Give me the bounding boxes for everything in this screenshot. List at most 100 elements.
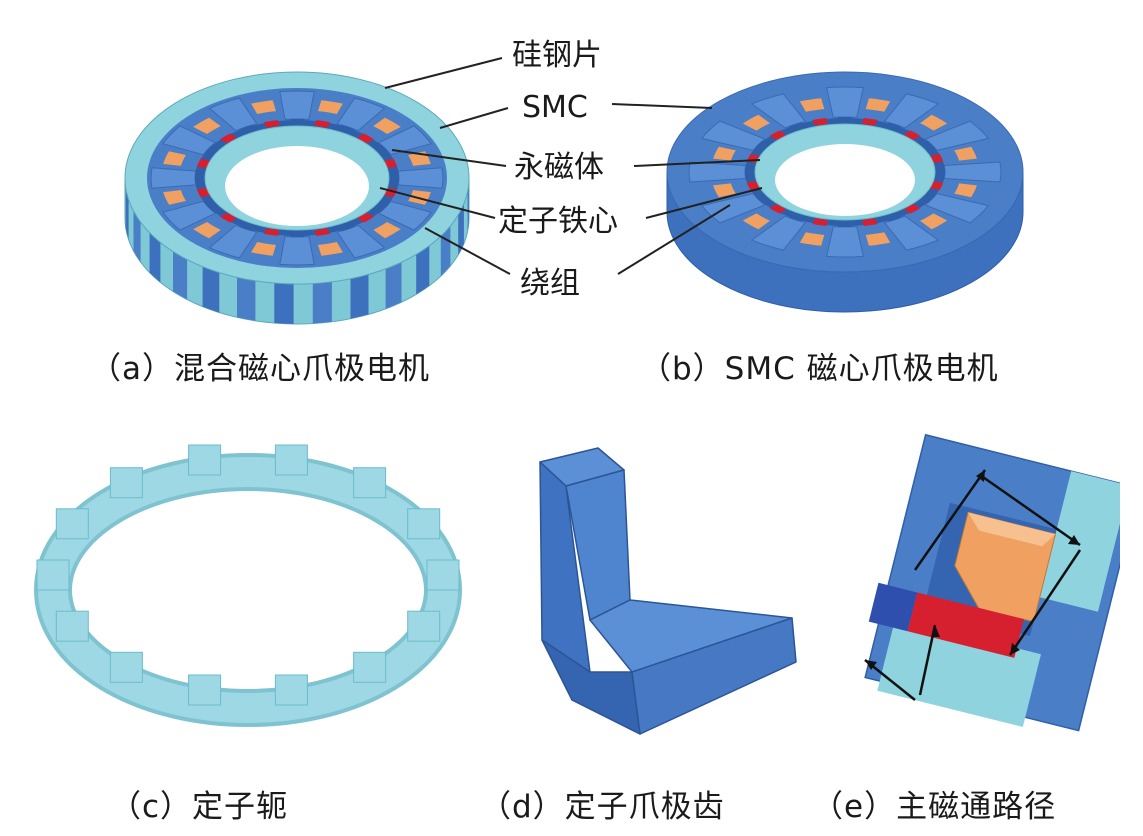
caption-d: （d）定子爪极齿 [480,789,725,825]
claw-tooth [208,97,258,132]
magnet-block [239,124,257,135]
magnet-block [746,181,760,190]
label-magnet: 永磁体 [514,150,604,185]
magnet-block [383,158,398,168]
winding-slot [163,190,186,205]
claw-tooth [377,125,432,156]
caption-a: （a）混合磁心爪极电机 [90,351,430,387]
magnet-block [930,154,944,163]
claw-tooth [397,167,444,189]
claw-tooth [700,120,766,151]
winding-slot [373,117,401,134]
magnet-block [930,181,944,190]
claw-tooth [377,200,432,231]
yoke-tab [188,444,222,476]
side-segment [202,266,220,313]
claw-pole-tooth [539,447,797,735]
magnet-block [769,204,787,214]
magnet-block [289,230,305,237]
claw-tooth [750,215,807,251]
yoke-tab [55,610,89,642]
yoke-tab [109,651,143,683]
magnet-block [263,120,280,128]
yoke-tab [188,674,222,706]
caption-e: （e）主磁通路径 [812,789,1057,825]
label-silicon-steel: 硅钢片 [512,38,602,73]
claw-tooth [826,86,864,118]
magnet-block [812,118,828,126]
claw-teeth [688,86,1002,258]
claw-tooth [336,224,386,259]
magnet-block [755,193,771,203]
magnet-block [884,122,902,132]
label-stator-core: 定子铁心 [498,204,618,239]
magnet-block [337,221,355,232]
magnet-block [837,220,853,227]
side-segment [385,262,402,309]
claw-teeth [150,90,444,266]
magnet-block [314,120,331,128]
claw-tooth [279,90,315,120]
winding-slot [193,117,221,134]
winding-slot [954,183,977,198]
magnet-block [219,133,237,144]
claw-tooth [924,120,990,151]
claw-tooth [826,226,864,258]
magnet-block [357,133,375,144]
yoke-tab [353,467,387,499]
magnet-block [745,168,756,176]
side-segments [125,180,469,324]
claw-tooth [688,161,747,183]
winding-slot [373,222,401,239]
hybrid-motor-ring [124,71,470,325]
magnet-block [196,188,211,198]
magnet-block [769,130,787,140]
winding-slot [318,100,343,114]
side-segment [458,203,464,255]
side-segment [350,274,369,319]
yoke-tab [274,444,308,476]
claw-tooth [883,215,940,251]
magnet-block [219,212,237,223]
magnet-block [388,173,399,183]
magnet-block [239,221,257,232]
magnet-block [373,144,389,155]
magnet-block [903,130,921,140]
winding-slot [193,222,221,239]
caption-b: （b）SMC 磁心爪极电机 [640,351,999,387]
yoke-tab [109,467,143,499]
label-smc: SMC [522,90,588,125]
flux-arrowheads [865,470,1080,670]
yoke-tabs [36,444,460,706]
side-segment [173,251,188,300]
smc-motor-ring [666,71,1024,313]
winding-slot [163,151,186,166]
flux-path-section [864,433,1120,732]
winding-slot [251,100,276,114]
claw-tooth [162,200,217,231]
magnet-block [373,201,389,212]
yoke-tab [407,610,441,642]
callout-lines-a [379,57,511,275]
magnet-block [205,201,221,212]
claw-tooth [750,93,807,129]
yoke-tab [407,508,441,540]
magnet-block [205,144,221,155]
claw-tooth [162,125,217,156]
magnet-block [337,124,355,135]
winding-slot [865,98,891,112]
magnet-block [788,212,806,222]
winding-slot [920,114,948,131]
magnet-block [837,117,853,124]
side-segment [149,232,161,283]
side-segment [416,245,430,295]
side-segment [133,211,141,263]
claw-tooth [924,193,990,224]
caption-c: （c）定子轭 [110,789,289,825]
winding-slot [318,242,343,256]
side-segment [274,283,294,324]
magnet-block [788,122,806,132]
winding-slot [799,98,825,112]
magnet-block [884,212,902,222]
